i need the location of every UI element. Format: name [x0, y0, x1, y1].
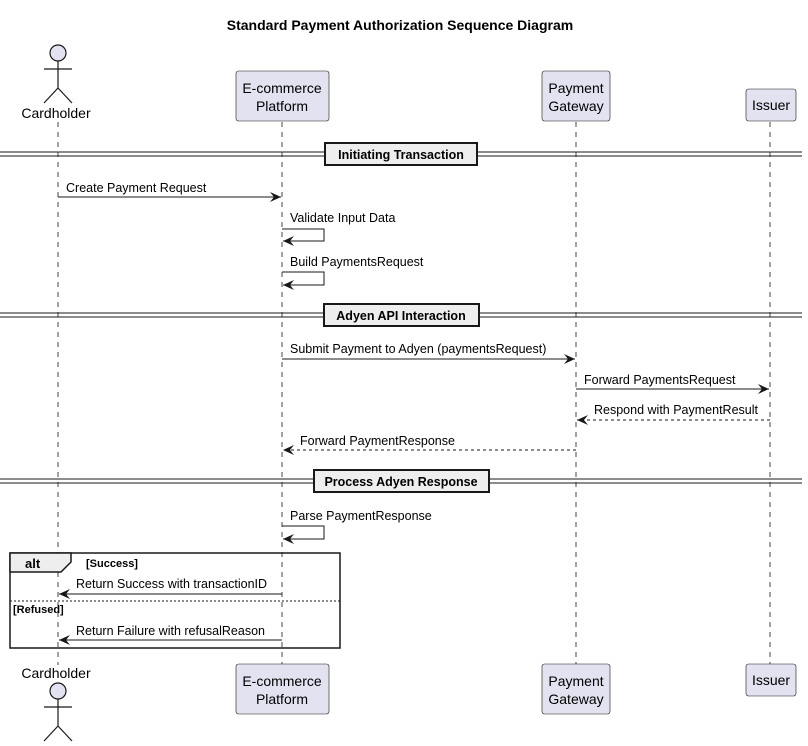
message-label: Submit Payment to Adyen (paymentsRequest…: [290, 342, 546, 356]
message-label: Return Failure with refusalReason: [76, 624, 265, 638]
participant-ecommerce-bottom: E-commerce Platform: [235, 663, 330, 715]
participant-label-line2: Platform: [256, 691, 308, 707]
message-return-success: Return Success with transactionID: [59, 577, 282, 599]
message-create-request: Create Payment Request: [58, 181, 281, 202]
participant-label: Cardholder: [21, 665, 91, 681]
message-label: Return Success with transactionID: [76, 577, 267, 591]
message-label: Create Payment Request: [66, 181, 207, 195]
message-return-failure: Return Failure with refusalReason: [59, 624, 282, 645]
message-respond-result: Respond with PaymentResult: [577, 403, 770, 425]
participant-gateway-bottom: Payment Gateway: [541, 663, 611, 715]
message-validate-input: Validate Input Data: [282, 211, 395, 246]
participant-label-line1: E-commerce: [242, 673, 322, 689]
participant-label: Cardholder: [21, 105, 91, 121]
participant-label: Issuer: [752, 672, 790, 688]
message-forward-request: Forward PaymentsRequest: [576, 373, 769, 394]
divider-initiating: Initiating Transaction: [0, 142, 802, 166]
participant-cardholder-bottom: Cardholder: [21, 665, 91, 742]
diagram-title: Standard Payment Authorization Sequence …: [227, 17, 573, 33]
participant-issuer-top: Issuer: [745, 88, 797, 122]
message-forward-response: Forward PaymentResponse: [283, 434, 576, 455]
alt-guard-success: [Success]: [86, 558, 138, 570]
participant-label-line2: Gateway: [548, 691, 603, 707]
message-label: Parse PaymentResponse: [290, 509, 432, 523]
divider-process: Process Adyen Response: [0, 469, 802, 493]
divider-adyen-api: Adyen API Interaction: [0, 303, 802, 327]
divider-label: Adyen API Interaction: [336, 309, 465, 323]
message-label: Build PaymentsRequest: [290, 255, 424, 269]
message-label: Forward PaymentResponse: [300, 434, 455, 448]
message-submit-payment: Submit Payment to Adyen (paymentsRequest…: [282, 342, 575, 364]
participant-label: Issuer: [752, 97, 790, 113]
message-label: Respond with PaymentResult: [594, 403, 758, 417]
alt-guard-refused: [Refused]: [13, 604, 64, 616]
message-build-request: Build PaymentsRequest: [282, 255, 424, 290]
participant-label-line1: Payment: [548, 673, 603, 689]
participant-cardholder-top: Cardholder: [21, 44, 91, 121]
lifelines: [57, 122, 771, 665]
message-label: Validate Input Data: [290, 211, 395, 225]
divider-label: Initiating Transaction: [338, 148, 464, 162]
participant-issuer-bottom: Issuer: [745, 663, 797, 697]
participant-gateway-top: Payment Gateway: [541, 70, 611, 122]
participant-label-line1: Payment: [548, 80, 603, 96]
message-label: Forward PaymentsRequest: [584, 373, 736, 387]
actor-icon: [43, 682, 73, 742]
actor-icon: [43, 44, 73, 104]
participant-label-line2: Gateway: [548, 98, 603, 114]
alt-keyword: alt: [25, 556, 41, 571]
message-parse-response: Parse PaymentResponse: [282, 509, 432, 544]
participant-label-line2: Platform: [256, 98, 308, 114]
participant-ecommerce-top: E-commerce Platform: [235, 70, 330, 122]
alt-fragment: alt [Success] [Refused]: [9, 552, 341, 649]
participant-label-line1: E-commerce: [242, 80, 322, 96]
divider-label: Process Adyen Response: [324, 475, 477, 489]
